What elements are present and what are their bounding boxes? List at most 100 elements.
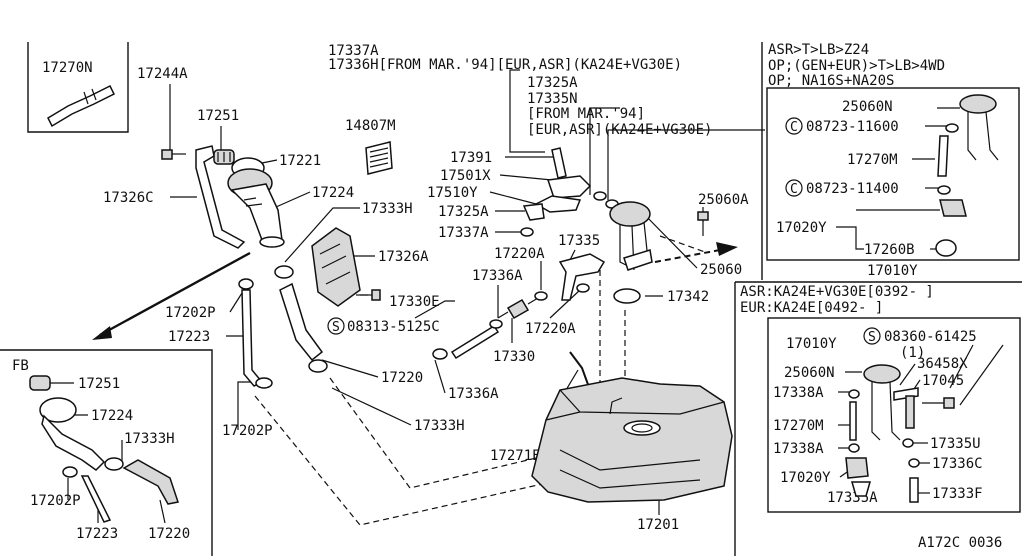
header-line-2: 17336H[FROM MAR.'94][EUR,ASR](KA24E+VG30… [328, 57, 682, 73]
leader-17220a-b [549, 289, 581, 319]
label-17325a: 17325A [438, 204, 489, 220]
label-17270n: 17270N [42, 60, 93, 76]
label-17335: 17335 [558, 233, 600, 249]
fb-label-17220: 17220 [148, 526, 190, 542]
label-17326a: 17326A [378, 249, 429, 265]
gasket-17342 [613, 288, 641, 304]
br-screw-08360 [922, 397, 955, 409]
dash-25060a [659, 235, 706, 253]
s-circle-08360 [863, 327, 881, 345]
note-right-line-1: ASR>T>LB>Z24 [768, 42, 869, 58]
label-17330e: 17330E [389, 294, 440, 310]
footer-ref-code: A172C 0036 [918, 535, 1002, 551]
fb-label-17223: 17223 [76, 526, 118, 542]
sender-unit-25060 [609, 201, 653, 271]
fb-clamp-17202p [62, 466, 78, 478]
s-symbol-08360: S [868, 330, 876, 345]
screw-08313 [356, 289, 381, 301]
leader-note-17325a [589, 107, 620, 195]
label-17271e: 17271E [490, 448, 541, 464]
note-right-line-3: OP; NA16S+NA20S [768, 73, 894, 89]
label-17333h-a: 17333H [362, 201, 413, 217]
br-label-17270m: 17270M [773, 418, 824, 434]
br-label-17333f: 17333F [932, 486, 983, 502]
label-17202p-b: 17202P [222, 423, 273, 439]
br-clamp-17336c [908, 458, 920, 468]
label-25060: 25060 [700, 262, 742, 278]
clamp-17333h-b [308, 359, 328, 373]
label-17330: 17330 [493, 349, 535, 365]
br-part-17045 [905, 395, 915, 429]
note-center-line-2: 17335N [527, 91, 578, 107]
tr-label-17260b: 17260B [864, 242, 915, 258]
label-17501x: 17501X [440, 168, 491, 184]
inset-bottom-right-frame [767, 317, 1021, 513]
clamp-17202p-a [238, 278, 254, 290]
hose-17270n-clamp [83, 88, 97, 105]
clamp-17220a-b [576, 283, 590, 293]
tr-label-17020y: 17020Y [776, 220, 827, 236]
bracket-17326c [195, 145, 246, 249]
note-mid-right-line-2: EUR:KA24E[0492- ] [740, 300, 883, 316]
fb-label-17251: 17251 [78, 376, 120, 392]
filler-neck-17224 [227, 168, 285, 248]
clamp-17325a-b [593, 191, 607, 201]
fb-filler-neck-17224 [39, 397, 106, 471]
br-label-17338a-a: 17338A [773, 385, 824, 401]
br-leader-08360-b [959, 344, 1004, 406]
leader-25060 [639, 209, 698, 269]
br-label-36458x: 36458X [917, 356, 968, 372]
br-sender-25060n [863, 364, 901, 441]
hose-17220 [279, 282, 324, 362]
leader-17336a-b [434, 359, 446, 394]
label-17333h-b: 17333H [414, 418, 465, 434]
s-symbol-08313: S [332, 320, 340, 335]
note-center-line-1: 17325A [527, 75, 578, 91]
br-label-08360-qty: (1) [900, 345, 925, 361]
leader-17202p-a [229, 292, 243, 313]
header-line-1: 17337A [328, 43, 379, 59]
screw-17244a [161, 149, 186, 160]
arrow-to-fb-head [92, 326, 112, 340]
tr-hose-17270m [937, 135, 949, 177]
br-pump-17020y [845, 457, 869, 479]
arrow-to-fb-shaft [99, 251, 251, 337]
clamp-17336a-a [489, 319, 503, 329]
tr-clamp-11400 [937, 185, 951, 195]
c-circle-11400 [785, 179, 803, 197]
fb-hose-17223 [80, 475, 112, 523]
hose-17501x [546, 175, 592, 199]
part-17391 [551, 147, 567, 179]
leader-17202p-b [237, 381, 255, 430]
label-17220a-a: 17220A [494, 246, 545, 262]
br-leader-08360 [949, 344, 974, 389]
tr-label-17010y: 17010Y [867, 263, 918, 279]
parts [29, 84, 999, 523]
c-circle-11600 [785, 117, 803, 135]
clamp-17337a [520, 227, 534, 237]
screw-25060a [697, 211, 709, 236]
clamp-17220a-a [534, 291, 548, 301]
fb-label-17202p: 17202P [30, 493, 81, 509]
label-17342: 17342 [667, 289, 709, 305]
br-hose-17270m [849, 401, 857, 441]
note-right-line-2: OP;(GEN+EUR)>T>LB>4WD [768, 58, 945, 74]
note-center-line-3: [FROM MAR.'94] [527, 106, 645, 122]
tr-label-25060n: 25060N [842, 99, 893, 115]
leader-17220 [321, 359, 379, 378]
label-17244a: 17244A [137, 66, 188, 82]
label-14807m: 14807M [345, 118, 396, 134]
inset-17270n-frame [27, 42, 129, 133]
s-circle-08313 [327, 317, 345, 335]
br-part-17333f [909, 477, 919, 503]
label-17251: 17251 [197, 108, 239, 124]
br-clamp-17338a-a [848, 389, 860, 399]
label-17223: 17223 [168, 329, 210, 345]
clamp-17336a-b [432, 348, 448, 360]
tube-17330e [450, 324, 500, 360]
fb-cap-17251 [29, 375, 51, 391]
label-17224: 17224 [312, 185, 354, 201]
heat-shield-17326a [311, 227, 361, 307]
br-label-17045: 17045 [922, 373, 964, 389]
inset-top-right-frame [766, 87, 1020, 261]
